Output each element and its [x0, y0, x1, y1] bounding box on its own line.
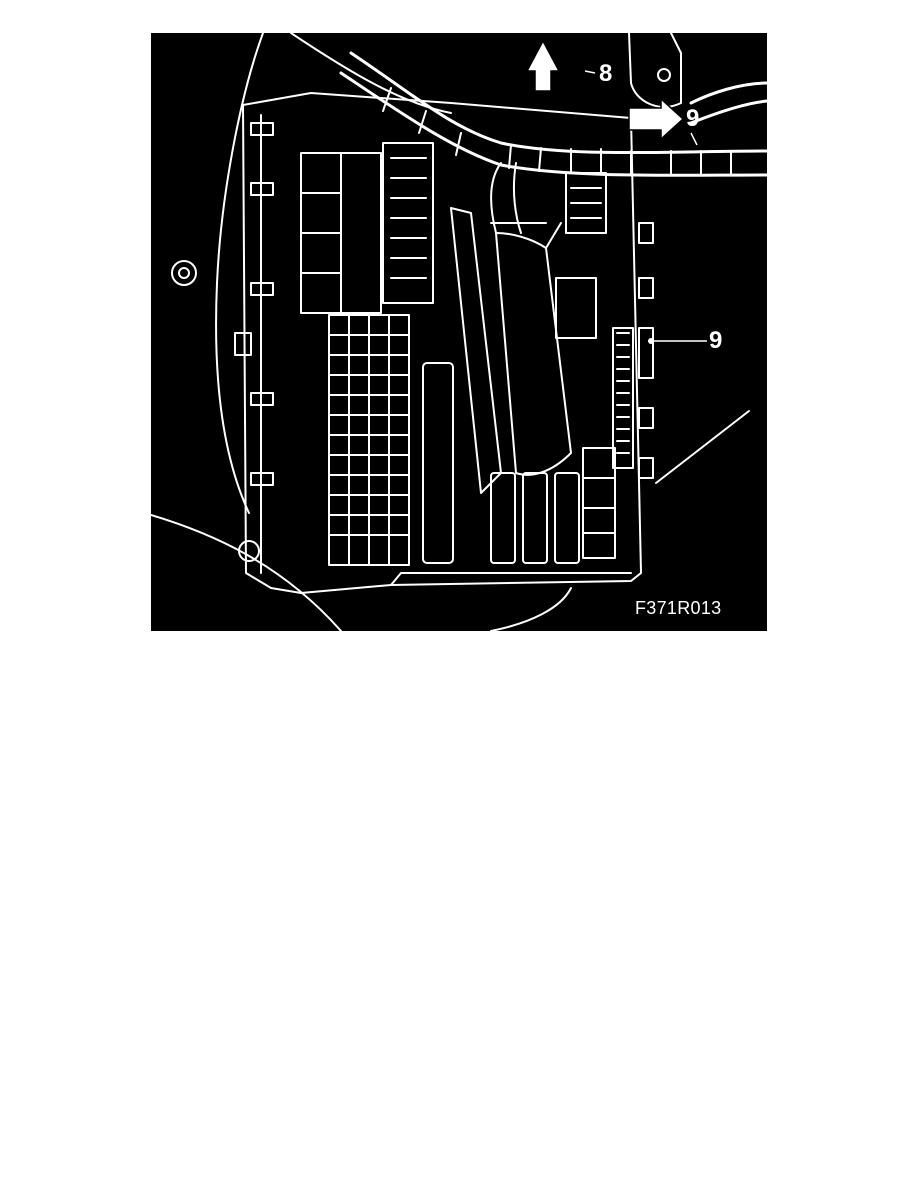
maxi-fuse-slot-3 [522, 472, 548, 564]
side-clip-2 [250, 182, 274, 196]
right-edge-tab-2 [638, 277, 654, 299]
relay-block-slots [390, 157, 427, 279]
multi-pin-connector [612, 327, 634, 469]
cable-duct-edge [490, 222, 562, 249]
harness-drop-cable [490, 162, 522, 234]
bottom-center-trim [490, 587, 572, 631]
connector-pins [616, 332, 630, 454]
fuse-box-housing [242, 92, 642, 594]
right-edge-tab-3 [638, 327, 654, 379]
side-clip-3 [250, 282, 274, 296]
maxi-fuse-slot-1 [422, 362, 454, 564]
fuse-grid-lines [328, 314, 410, 566]
right-edge-tab-5 [638, 457, 654, 479]
callout-arrow-9 [628, 97, 685, 141]
left-connector-ribs [300, 152, 342, 314]
top-bracket [628, 33, 682, 108]
right-edge-tab-1 [638, 222, 654, 244]
callout-label-9-top: 9 [686, 105, 700, 132]
side-clip-6 [250, 472, 274, 486]
harness-tape-bands [382, 87, 732, 176]
cable-duct-outer [450, 207, 502, 494]
relay-block-upper [382, 142, 434, 304]
right-side-cable-lower [689, 99, 767, 125]
maxi-fuse-slot-4 [554, 472, 580, 564]
right-connector-ribs [570, 187, 602, 219]
side-clip-1 [250, 122, 274, 136]
small-fuse-block-lines [582, 477, 616, 534]
wiring-harness-upper [349, 51, 767, 155]
leader-dot-9-side [648, 338, 654, 344]
mounting-bolt [238, 540, 260, 562]
leader-line-9-top [690, 132, 698, 146]
right-relay [555, 277, 597, 339]
side-clip-4 [234, 332, 252, 356]
housing-lower-ledge [390, 572, 632, 586]
fuse-box-line-drawing [151, 33, 767, 631]
right-side-cable [689, 81, 767, 105]
maxi-fuse-slot-2 [490, 472, 516, 564]
left-panel-edge [215, 33, 264, 514]
right-cable-leader [655, 410, 750, 484]
figure-id-label: F371R013 [635, 598, 722, 618]
leader-line-8 [584, 70, 596, 74]
wiring-harness-lower [339, 71, 767, 177]
callout-label-9-side: 9 [709, 327, 723, 354]
cable-duct-body [495, 232, 572, 476]
fuse-box-illustration: 8 9 9 F371R013 [151, 33, 767, 631]
callout-label-8: 8 [599, 60, 613, 87]
left-grommet-inner [178, 267, 190, 279]
side-clip-5 [250, 392, 274, 406]
small-fuse-block [582, 447, 616, 559]
bracket-hole [657, 68, 671, 82]
right-edge-tab-4 [638, 407, 654, 429]
left-grommet-outer [171, 260, 197, 286]
callout-arrow-8 [525, 39, 561, 92]
